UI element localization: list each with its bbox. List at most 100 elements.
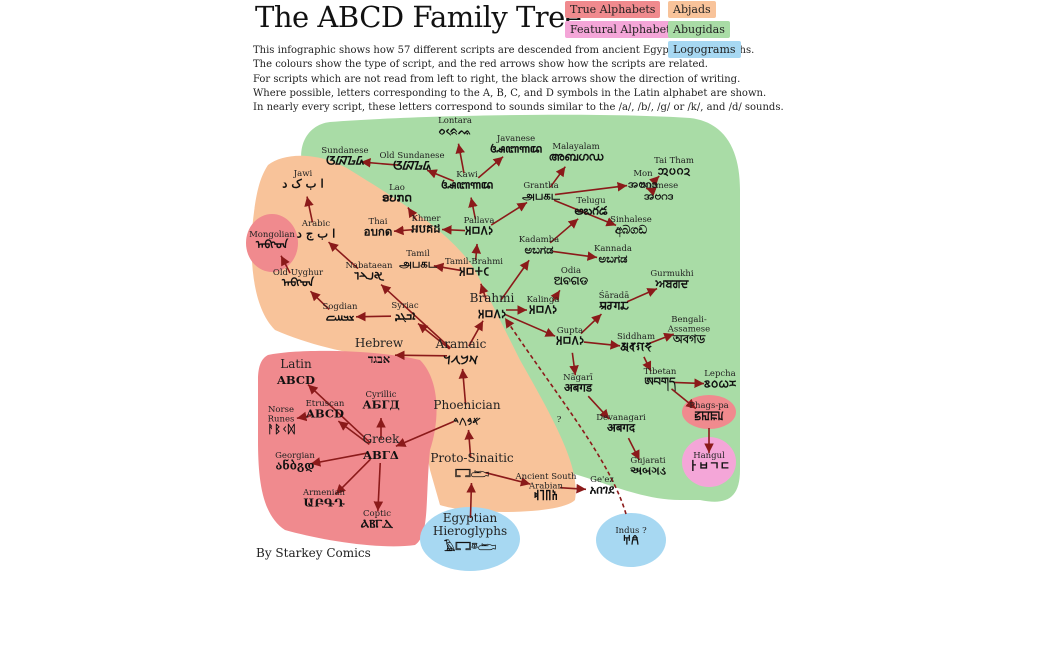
node-glyphs: ଅବଗଡ <box>554 274 589 288</box>
node-label: Coptic <box>363 509 391 519</box>
node-glyphs: अबगड <box>564 381 593 395</box>
edge-phoenician-to-aramaic <box>458 368 469 406</box>
node-label: Hebrew <box>355 336 404 350</box>
node-label: Devanagari <box>596 413 646 423</box>
page-title: The ABCD Family Tree <box>255 0 582 34</box>
node-glyphs: 𐀀𐀁 <box>623 534 639 548</box>
node-label: Syriac <box>391 301 418 311</box>
legend-abugidas: Abugidas <box>668 21 730 38</box>
node-label: Grantha <box>523 181 558 191</box>
node-label: Gupta <box>557 326 583 336</box>
node-glyphs: አበገደ <box>590 483 616 497</box>
node-label: Telugu <box>576 196 606 206</box>
node-glyphs: అబగడ <box>574 204 608 218</box>
node-label: Mongolian <box>249 230 295 240</box>
edge-mon-to-tai_tham <box>649 175 660 187</box>
node-glyphs: 𐼰𐼱𐼲𐼳 <box>325 310 355 324</box>
node-label: Georgian <box>275 451 315 461</box>
legend-featural-alphabets: Featural Alphabets <box>565 21 682 38</box>
node-label: Javanese <box>496 134 535 144</box>
indus-bubble <box>596 513 666 567</box>
node-glyphs: ᠠᠪᠭᠳ <box>255 238 290 252</box>
edge-egyptian-to-proto_sinaitic <box>466 482 476 519</box>
node-label: Khmer <box>412 214 442 224</box>
node-label: Bengali- <box>671 315 707 325</box>
node-label: Arabian <box>528 482 563 492</box>
edge-kadamba-to-kannada <box>552 250 598 261</box>
node-glyphs: 𑆃𑆧𑆓𑆢 <box>598 299 629 313</box>
node-glyphs: अबगद <box>607 421 636 435</box>
node-label: Aramaic <box>435 337 487 351</box>
node-glyphs: ᚨᛒᚲᛞ <box>267 422 296 436</box>
node-glyphs: 𑀅𑀩𑀕𑀤 <box>556 334 585 348</box>
node-label: Ancient South <box>514 472 577 482</box>
legend-true-alphabets: True Alphabets <box>565 1 661 18</box>
node-glyphs: 𑀅𑀩𑀕𑀤 <box>529 303 558 317</box>
edge-etruscan-to-norse_runes <box>296 411 312 422</box>
edge-siddham-to-tibetan <box>642 356 652 372</box>
node-glyphs: အဗဂဒ <box>644 189 675 203</box>
node-glyphs: ܐܒܓܕ <box>395 309 416 324</box>
node-glyphs: ਅਬਗਦ <box>655 277 690 291</box>
node-label: Kalinga <box>527 295 560 305</box>
node-label: Lepcha <box>704 369 735 379</box>
node-glyphs: ᮃᮘᮌᮓ <box>393 159 432 173</box>
node-glyphs: ABCD <box>305 407 344 421</box>
node-glyphs: 𑖀𑖤𑖐𑖟 <box>620 340 652 354</box>
node-glyphs: АБГД <box>362 398 399 412</box>
edge-old_sundanese-to-sundanese <box>360 157 399 168</box>
node-glyphs: ᠠᠪᠭᠳ <box>281 276 316 290</box>
legend-logograms: Logograms <box>668 41 741 58</box>
edge-tamil_brahmi-to-tamil <box>433 262 461 273</box>
edge-greek-to-etruscan <box>337 420 370 446</box>
edge-gupta-to-nagari <box>569 352 579 376</box>
edge-grantha-to-mon <box>554 181 628 196</box>
node-glyphs: ອບກດ <box>382 191 412 205</box>
edge-sogdian-to-old_uyghur <box>309 290 330 311</box>
edge-old_uyghur-to-mongolian <box>280 255 291 274</box>
edge-grantha-to-sinhalese <box>553 199 617 227</box>
edge-devanagari-to-gujarati <box>627 437 641 461</box>
node-glyphs: ᨔᨑᨙᨕ <box>438 124 472 138</box>
node-glyphs: 𐡀𐡁𐡂𐡃 <box>443 353 479 367</box>
edge-aramaic-to-brahmi <box>468 320 484 347</box>
edge-gupta-to-siddham <box>583 340 621 350</box>
edge-ancient_south_arabian-to-geez <box>559 483 587 494</box>
edge-kalinga-to-odia <box>550 289 561 302</box>
node-label: Kannada <box>594 244 632 254</box>
edge-greek-to-armenian <box>335 458 372 495</box>
node-label: Phoenician <box>433 398 500 412</box>
edge-aramaic-to-syriac <box>417 322 451 350</box>
node-label: Nāgarī <box>563 373 593 383</box>
node-label: Hieroglyphs <box>433 524 507 538</box>
node-glyphs: 𐢀𐢃𐢄𐢅 <box>353 269 385 283</box>
edge-aramaic-to-hebrew <box>394 350 448 361</box>
node-label: Etruscan <box>306 399 345 409</box>
edge-phoenician-to-greek <box>395 420 455 447</box>
node-label: Tibetan <box>644 367 677 377</box>
